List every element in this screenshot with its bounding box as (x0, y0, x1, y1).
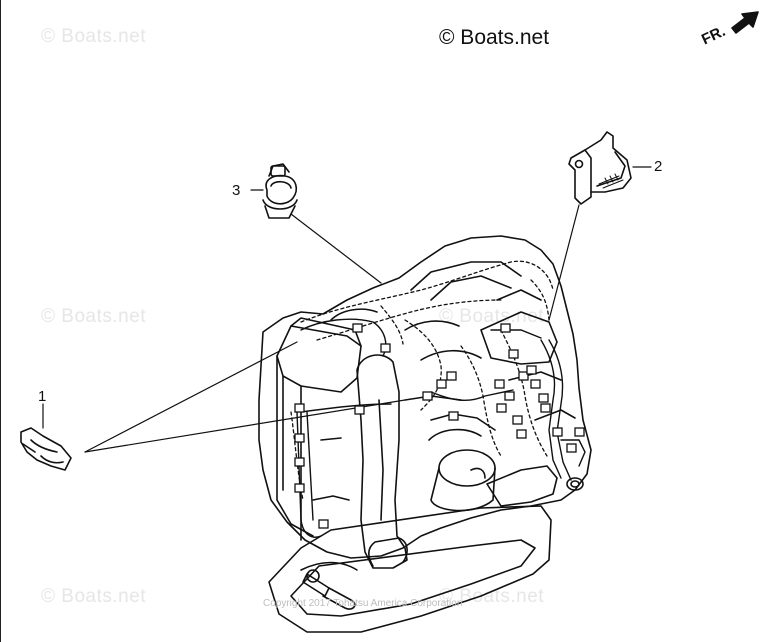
watermark: © Boats.net (439, 306, 545, 327)
watermark: © Boats.net (41, 26, 147, 47)
part-3-clamp (262, 163, 298, 219)
watermark: © Boats.net (41, 306, 147, 327)
part-1-clip (20, 427, 72, 471)
watermark: © Boats.net (41, 586, 147, 607)
copyright-notice: Copyright 2017 Tohatsu America Corporati… (263, 598, 463, 609)
callout-1: 1 (38, 388, 47, 405)
callout-3: 3 (232, 182, 241, 199)
brand-watermark: © Boats.net (439, 26, 550, 49)
callout-2: 2 (654, 158, 663, 175)
front-arrow-icon (731, 11, 759, 34)
part-2-bracket (568, 131, 632, 205)
